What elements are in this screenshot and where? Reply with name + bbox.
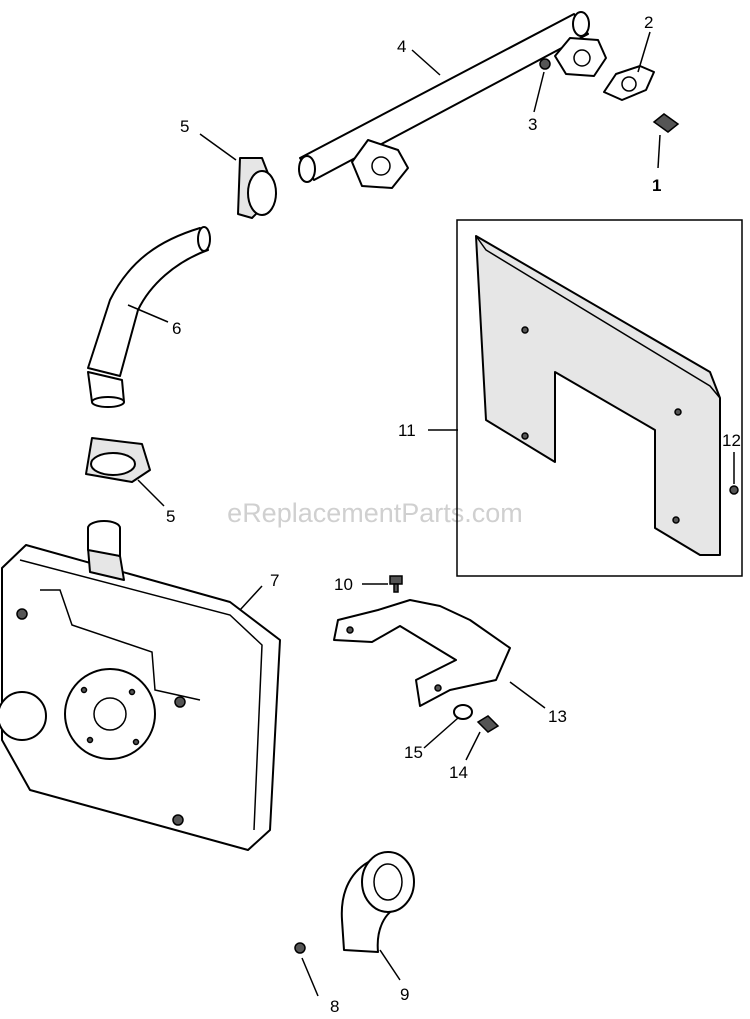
- part-7-muffler: [0, 520, 281, 851]
- callout-3: 3: [528, 115, 537, 134]
- callout-7: 7: [270, 571, 279, 590]
- part-10-bolt: [389, 575, 403, 593]
- callout-1: 1: [652, 176, 661, 195]
- part-3-nut: [539, 58, 551, 70]
- callout-5-lower: 5: [166, 507, 175, 526]
- part-2-gasket: [603, 65, 655, 101]
- callout-9: 9: [400, 985, 409, 1004]
- part-5-clamp-upper: [237, 157, 277, 219]
- callout-8: 8: [330, 997, 339, 1016]
- part-4-exhaust-pipe: [298, 11, 607, 189]
- callout-12: 12: [722, 431, 741, 450]
- part-11-heat-shield: [475, 235, 721, 556]
- part-8-screw: [294, 942, 306, 954]
- part-14-bolt: [476, 715, 500, 733]
- watermark-text: eReplacementParts.com: [227, 498, 523, 528]
- callout-15: 15: [404, 743, 423, 762]
- leader-lines: [127, 31, 735, 997]
- callout-10: 10: [334, 575, 353, 594]
- callout-4: 4: [397, 37, 406, 56]
- callout-11: 11: [398, 421, 416, 440]
- part-1-stud: [652, 113, 680, 133]
- part-5-clamp-lower: [85, 437, 151, 483]
- part-13-bracket: [333, 599, 511, 707]
- part-9-elbow-outlet: [340, 851, 415, 953]
- callout-13: 13: [548, 707, 567, 726]
- callout-2: 2: [644, 13, 653, 32]
- callout-6: 6: [172, 319, 181, 338]
- callout-14: 14: [449, 763, 468, 782]
- part-15-washer: [453, 704, 473, 720]
- part-6-elbow-pipe: [87, 226, 211, 408]
- callout-5-upper: 5: [180, 117, 189, 136]
- heat-shield-inset-frame: [456, 219, 743, 577]
- part-12-screw: [729, 485, 739, 495]
